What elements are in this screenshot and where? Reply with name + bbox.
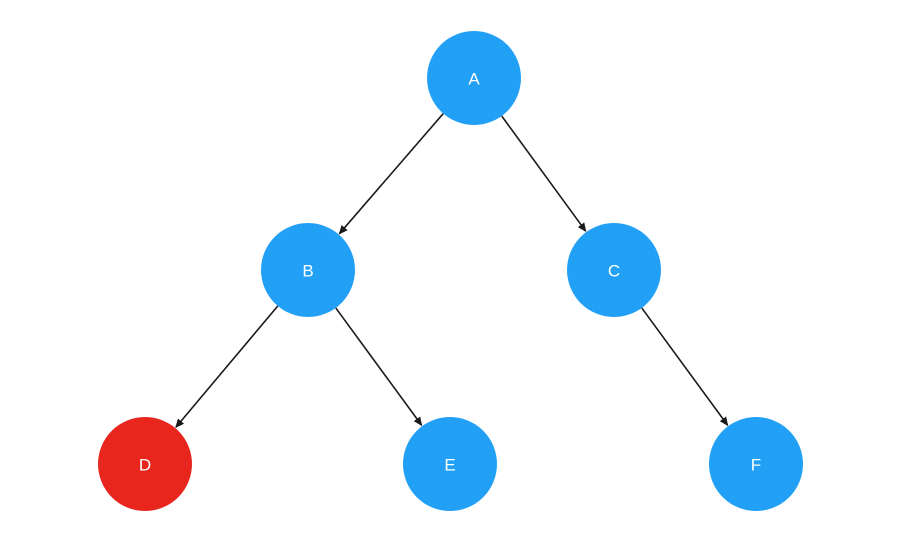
edge-a-b (338, 113, 444, 235)
edge-a-c (501, 115, 587, 233)
node-circle-a (427, 31, 521, 125)
tree-node-c: C (567, 223, 661, 317)
nodes-layer: A B C D E F (98, 31, 803, 511)
node-label-c: C (608, 262, 620, 281)
tree-node-b: B (261, 223, 355, 317)
node-circle-f (709, 417, 803, 511)
node-label-a: A (468, 70, 480, 89)
node-label-f: F (751, 456, 761, 475)
node-circle-c (567, 223, 661, 317)
node-circle-d (98, 417, 192, 511)
node-label-b: B (302, 262, 313, 281)
edge-c-f (641, 307, 729, 427)
edge-b-d (175, 305, 279, 429)
node-label-e: E (444, 456, 455, 475)
node-circle-b (261, 223, 355, 317)
node-circle-e (403, 417, 497, 511)
tree-node-a: A (427, 31, 521, 125)
tree-node-d: D (98, 417, 192, 511)
edges-layer (175, 113, 729, 429)
edge-b-e (335, 307, 423, 427)
tree-node-e: E (403, 417, 497, 511)
tree-node-f: F (709, 417, 803, 511)
node-label-d: D (139, 456, 151, 475)
